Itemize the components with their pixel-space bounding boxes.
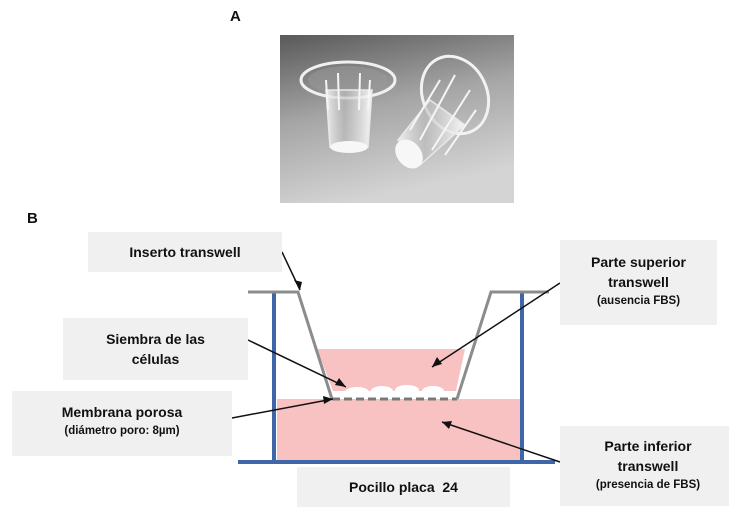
insert-left-wall [248, 290, 334, 400]
arrowhead-inferior [442, 421, 452, 429]
cell [345, 387, 369, 397]
label-text: Inserto transwell [129, 244, 241, 260]
label-text: Parte superior [591, 254, 686, 270]
pointer-membrana [231, 398, 334, 419]
label-subtext: (presencia de FBS) [595, 479, 701, 491]
label-pocillo-placa: Pocillo placa 24 [297, 467, 510, 507]
label-text: Siembra de las [106, 331, 205, 347]
upper-medium [317, 349, 465, 391]
label-text: Membrana porosa [61, 404, 183, 420]
transwell-insert-photo [280, 35, 514, 203]
insert-right-wall [455, 290, 549, 400]
label-parte-superior: Parte superior transwell (ausencia FBS) [560, 240, 717, 325]
cell [395, 385, 419, 395]
label-subtext: (ausencia FBS) [596, 295, 681, 307]
label-text: Parte inferior [604, 438, 692, 454]
lower-medium [277, 399, 521, 461]
arrowhead-superior [432, 357, 442, 367]
label-text: transwell [608, 274, 669, 290]
label-text: transwell [617, 458, 679, 474]
panel-label-b: B [27, 210, 38, 227]
arrowhead-siembra [335, 378, 346, 387]
label-parte-inferior: Parte inferior transwell (presencia de F… [560, 426, 729, 506]
label-subtext: (diámetro poro: 8µm) [64, 425, 180, 437]
arrowhead-inserto [294, 280, 302, 290]
label-siembra-celulas: Siembra de las células [63, 318, 248, 380]
label-text: Pocillo placa 24 [349, 479, 458, 495]
label-inserto-transwell: Inserto transwell [88, 232, 282, 272]
cell [422, 386, 444, 396]
arrowhead-membrana [323, 396, 333, 404]
pointer-siembra [247, 339, 347, 388]
pointer-inferior [441, 421, 561, 463]
cell [371, 386, 393, 396]
pointer-superior [431, 282, 561, 368]
label-text: células [131, 351, 180, 367]
panel-label-a: A [230, 8, 241, 25]
label-membrana-porosa: Membrana porosa (diámetro poro: 8µm) [12, 391, 232, 456]
